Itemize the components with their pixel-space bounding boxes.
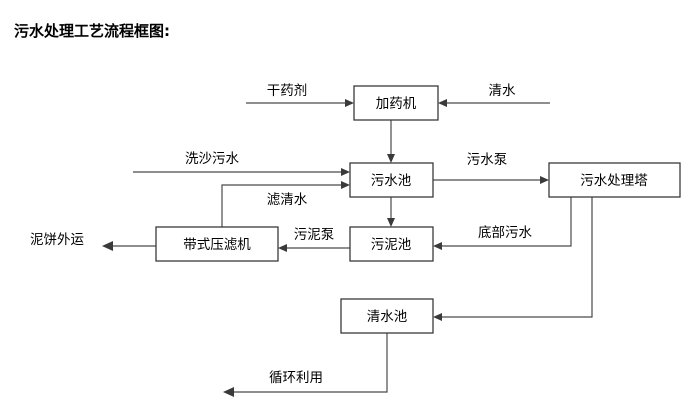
edge-filtrate-to-sewage-pool bbox=[221, 181, 350, 227]
node-layer: 加药机 污水池 污水处理塔 带式压滤机 污泥池 清水池 bbox=[155, 85, 681, 334]
edge-label-bottom-water: 底部污水 bbox=[478, 225, 532, 241]
edge-label-layer: 干药剂 清水 洗沙污水 滤清水 污水泵 底部污水 污泥泵 泥饼外运 循环利用 bbox=[30, 83, 532, 386]
node-clean-water-pool[interactable]: 清水池 bbox=[340, 298, 434, 334]
edge-label-sand-wash-water: 洗沙污水 bbox=[185, 151, 239, 167]
edge-label-sludge-pump: 污泥泵 bbox=[294, 227, 335, 243]
edge-treatment-tower-to-clean-water-pool bbox=[433, 197, 593, 321]
page-title: 污水处理工艺流程框图: bbox=[14, 22, 170, 40]
edge-bottom-water-to-sludge-pool bbox=[433, 197, 572, 250]
node-label-clean-water-pool: 清水池 bbox=[367, 309, 408, 325]
edge-clean-water-to-dosing-machine bbox=[438, 99, 550, 107]
connector-layer bbox=[102, 99, 593, 397]
edge-label-dry-reagent: 干药剂 bbox=[267, 83, 308, 99]
terminal-label-recycle: 循环利用 bbox=[269, 370, 323, 386]
edge-sewage-pool-to-sludge-pool bbox=[387, 197, 395, 227]
edge-label-sewage-pump: 污水泵 bbox=[467, 152, 508, 168]
node-label-sewage-pool: 污水池 bbox=[371, 173, 412, 189]
node-label-dosing-machine: 加药机 bbox=[376, 96, 417, 112]
edge-belt-filter-press-to-mud-cake-out bbox=[102, 241, 156, 251]
node-dosing-machine[interactable]: 加药机 bbox=[353, 85, 439, 121]
node-treatment-tower[interactable]: 污水处理塔 bbox=[548, 162, 681, 198]
edge-sand-wash-water-to-sewage-pool bbox=[133, 168, 350, 176]
node-belt-filter-press[interactable]: 带式压滤机 bbox=[155, 226, 279, 262]
edge-sewage-pump-to-treatment-tower bbox=[433, 176, 549, 184]
node-sewage-pool[interactable]: 污水池 bbox=[349, 162, 434, 198]
node-label-sludge-pool: 污泥池 bbox=[371, 237, 412, 253]
node-sludge-pool[interactable]: 污泥池 bbox=[349, 226, 434, 262]
node-label-treatment-tower: 污水处理塔 bbox=[580, 173, 648, 189]
edge-dry-reagent-to-dosing-machine bbox=[246, 99, 354, 107]
node-label-belt-filter-press: 带式压滤机 bbox=[183, 237, 251, 253]
edge-label-filtrate: 滤清水 bbox=[267, 192, 308, 208]
edge-label-clean-water: 清水 bbox=[489, 83, 517, 99]
terminal-label-mud-cake-out: 泥饼外运 bbox=[30, 232, 84, 248]
edge-dosing-machine-to-sewage-pool bbox=[387, 120, 395, 163]
edge-clean-water-pool-to-recycle bbox=[223, 333, 388, 397]
edge-sludge-pump-to-belt-filter-press bbox=[278, 244, 350, 252]
